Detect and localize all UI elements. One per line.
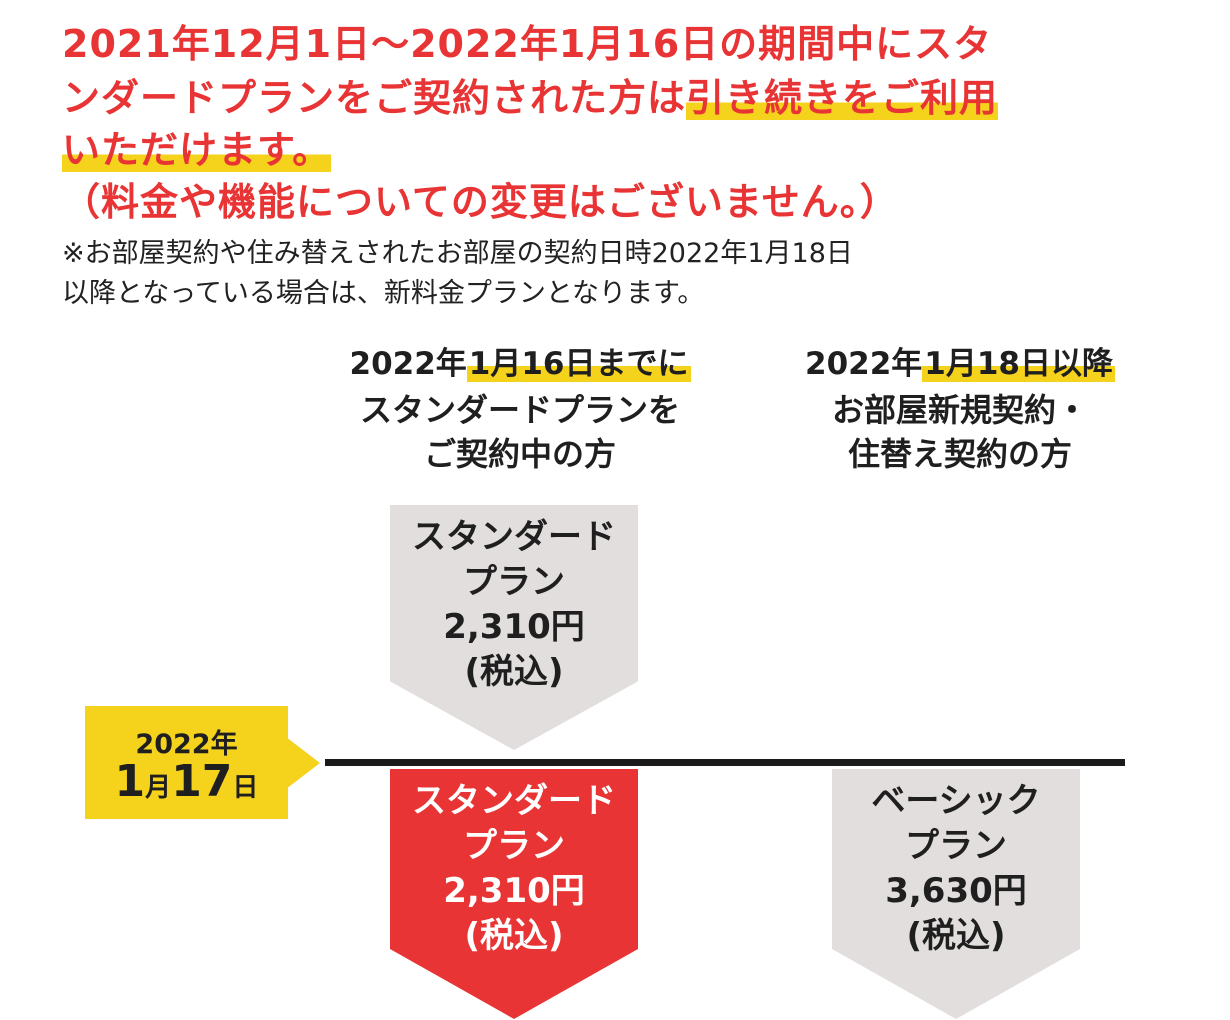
- date-tag-month-unit: 月: [145, 773, 172, 803]
- date-tag-year: 2022年: [135, 729, 238, 760]
- date-tag-day-unit: 日: [232, 773, 259, 803]
- basic-plan-name-1: ベーシック: [871, 781, 1041, 821]
- headline-line-4: （料金や機能についての変更はございません。）: [62, 180, 899, 224]
- date-tag: 2022年 1月17日: [85, 706, 288, 819]
- left-column-sub-1: スタンダードプランを: [359, 391, 680, 429]
- basic-plan-price: 3,630円: [885, 871, 1027, 911]
- basic-plan-text: ベーシック プラン 3,630円 (税込): [832, 779, 1080, 959]
- current-plan-name-1: スタンダード: [412, 517, 616, 557]
- basic-plan-name-2: プラン: [905, 826, 1007, 866]
- note-line-2: 以降となっている場合は、新料金プランとなります。: [62, 278, 705, 309]
- headline-highlight-2: いただけます。: [62, 128, 332, 172]
- left-column-year: 2022年: [349, 346, 467, 382]
- continuing-plan-name-2: プラン: [463, 826, 565, 866]
- continuing-plan-price: 2,310円: [443, 871, 585, 911]
- timeline-divider: [325, 759, 1125, 766]
- headline-line-2: ンダードプランをご契約された方は引き続きをご利用: [62, 76, 999, 120]
- right-column-date: 2022年1月18日以降: [755, 340, 1165, 388]
- continuing-plan-tax: (税込): [464, 916, 564, 956]
- current-standard-plan-arrow: スタンダード プラン 2,310円 (税込): [390, 505, 638, 750]
- continuing-plan-name-1: スタンダード: [412, 781, 616, 821]
- right-column-date-marked: 1月18日以降: [922, 346, 1115, 382]
- continuing-standard-plan-text: スタンダード プラン 2,310円 (税込): [390, 779, 638, 959]
- date-tag-pointer: [286, 737, 320, 789]
- note-line-1: ※お部屋契約や住み替えされたお部屋の契約日時2022年1月18日: [62, 238, 853, 269]
- date-tag-day: 1月17日: [85, 756, 288, 807]
- current-standard-plan-text: スタンダード プラン 2,310円 (税込): [390, 515, 638, 695]
- headline-highlight-1: 引き続きをご利用: [686, 76, 999, 120]
- current-plan-tax: (税込): [464, 652, 564, 692]
- left-column-date-marked: 1月16日までに: [466, 346, 691, 382]
- continuing-standard-plan-arrow: スタンダード プラン 2,310円 (税込): [390, 769, 638, 1019]
- basic-plan-arrow: ベーシック プラン 3,630円 (税込): [832, 769, 1080, 1019]
- left-column-sub-2: ご契約中の方: [423, 435, 616, 473]
- left-column-date: 2022年1月16日までに: [300, 340, 740, 388]
- left-column-heading: 2022年1月16日までに スタンダードプランを ご契約中の方: [300, 340, 740, 476]
- basic-plan-tax: (税込): [906, 916, 1006, 956]
- right-column-year: 2022年: [805, 346, 923, 382]
- right-column-heading: 2022年1月18日以降 お部屋新規契約・ 住替え契約の方: [755, 340, 1165, 476]
- right-column-sub-1: お部屋新規契約・: [831, 391, 1088, 429]
- headline-line-1: 2021年12月1日〜2022年1月16日の期間中にスタ: [62, 22, 993, 66]
- current-plan-name-2: プラン: [463, 562, 565, 602]
- headline-line-3: いただけます。: [62, 128, 332, 172]
- headline-line-2-text: ンダードプランをご契約された方は: [62, 76, 687, 120]
- current-plan-price: 2,310円: [443, 607, 585, 647]
- date-tag-month-number: 1: [114, 756, 146, 807]
- date-tag-day-number: 17: [171, 756, 233, 807]
- right-column-sub-2: 住替え契約の方: [847, 435, 1072, 473]
